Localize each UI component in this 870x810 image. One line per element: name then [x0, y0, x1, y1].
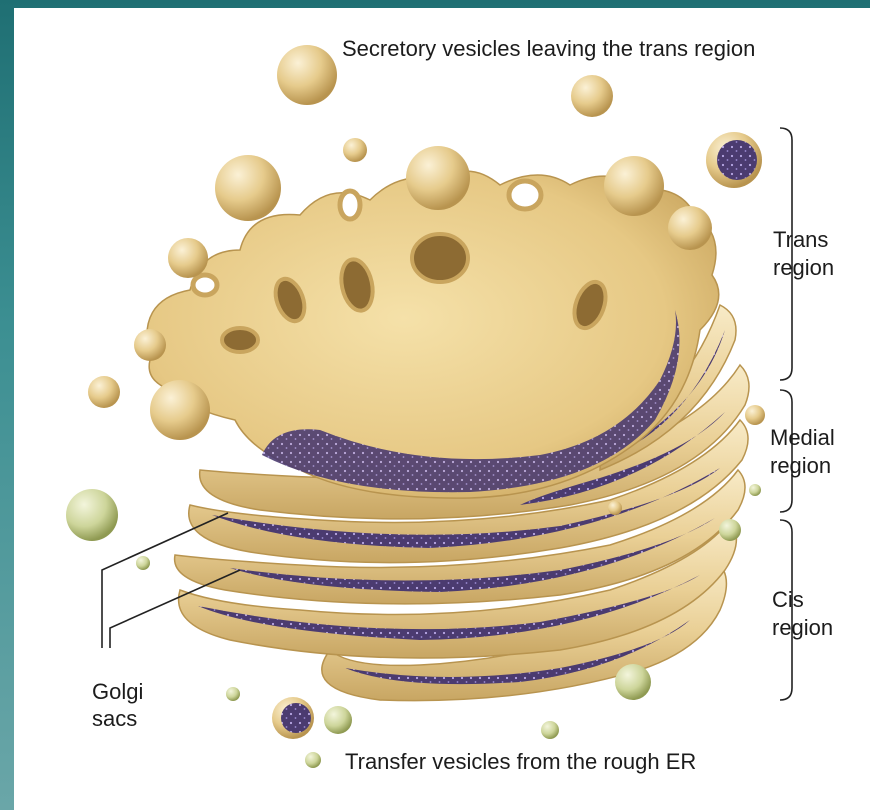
golgi-sacs-label-line1: Golgi — [92, 678, 143, 705]
trans-region-label-line2: region — [773, 254, 834, 281]
medial-region-label-line1: Medial — [770, 424, 835, 451]
cis-region-label-line2: region — [772, 614, 833, 641]
trans-region-label-line1: Trans — [773, 226, 828, 253]
medial-region-label-line2: region — [770, 452, 831, 479]
cis-region-label-line1: Cis — [772, 586, 804, 613]
transfer-vesicles-label: Transfer vesicles from the rough ER — [345, 748, 696, 775]
golgi-sacs-label-line2: sacs — [92, 705, 137, 732]
medial-region-bracket — [780, 390, 792, 512]
secretory-vesicles-label: Secretory vesicles leaving the trans reg… — [342, 35, 755, 62]
